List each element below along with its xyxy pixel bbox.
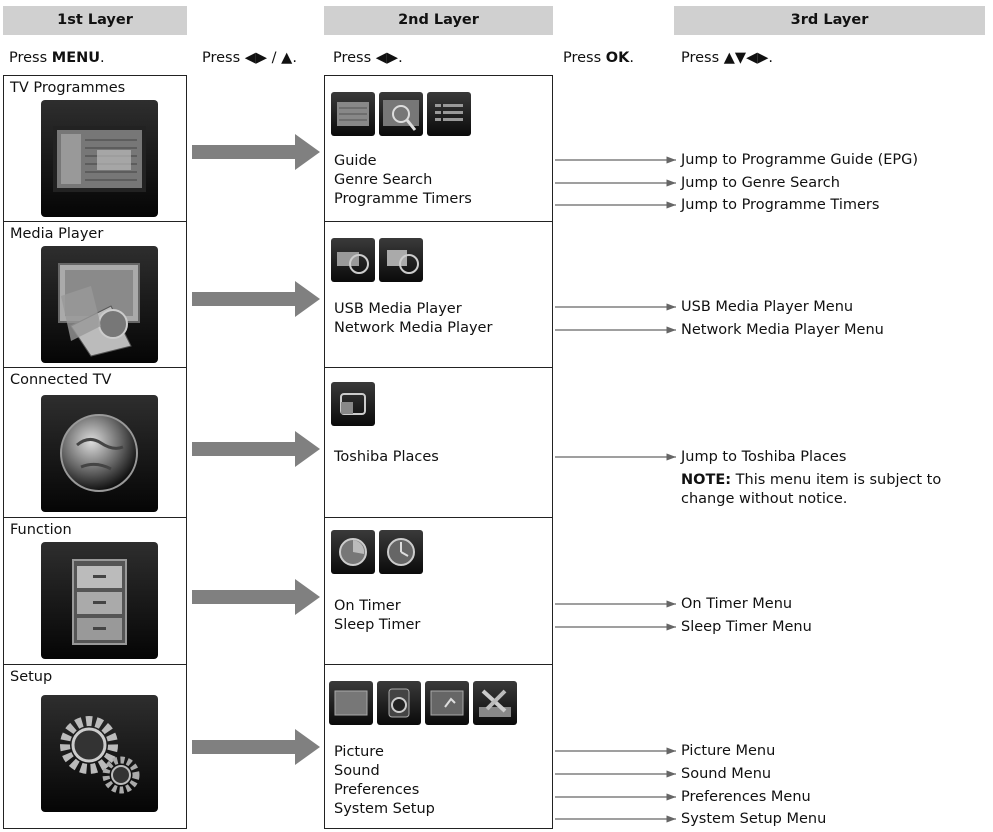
big-arrow-tv-programmes (192, 134, 320, 170)
layer2-icon-row (331, 238, 423, 282)
usb-media-player-icon (331, 238, 375, 282)
layer3-item-epg: Jump to Programme Guide (EPG) (681, 152, 919, 168)
layer2-items: USB Media Player Network Media Player (334, 300, 492, 338)
layer3-item-genre-search: Jump to Genre Search (681, 175, 840, 191)
layer2-items: On Timer Sleep Timer (334, 597, 420, 635)
header-layer2: 2nd Layer (324, 6, 553, 35)
layer3-item-picture-menu: Picture Menu (681, 743, 776, 759)
big-arrow-setup (192, 729, 320, 765)
layer3-item-toshiba-places: Jump to Toshiba Places (681, 449, 847, 465)
step-press-ok: Press OK. (563, 50, 634, 66)
layer1-box-setup: Setup (3, 664, 187, 829)
network-media-player-icon (379, 238, 423, 282)
layer1-box-tv-programmes: TV Programmes (3, 75, 187, 222)
picture-icon (329, 681, 373, 725)
layer2-icon-row (331, 530, 423, 574)
layer2-icon-row (329, 681, 517, 725)
layer1-label: Setup (10, 669, 53, 685)
menu-item-guide: Guide (334, 153, 377, 169)
note-text: This menu item is subject to change with… (681, 472, 942, 507)
layer2-items: Guide Genre Search Programme Timers (334, 152, 472, 209)
layer3-item-network-menu: Network Media Player Menu (681, 322, 884, 338)
layer1-label: Media Player (10, 226, 104, 242)
layer3-item-system-setup-menu: System Setup Menu (681, 811, 827, 827)
header-layer1: 1st Layer (3, 6, 187, 35)
sound-icon (377, 681, 421, 725)
guide-icon (331, 92, 375, 136)
step-press-ok-post: . (629, 50, 634, 66)
menu-item-picture: Picture (334, 744, 384, 760)
layer1-box-media-player: Media Player (3, 221, 187, 368)
layer2-box-function: On Timer Sleep Timer (324, 517, 553, 665)
layer3-item-usb-menu: USB Media Player Menu (681, 299, 854, 315)
connected-tv-globe-icon (41, 395, 158, 512)
layer2-icon-row (331, 92, 471, 136)
genre-search-icon (379, 92, 423, 136)
layer2-box-tv-programmes: Guide Genre Search Programme Timers (324, 75, 553, 222)
function-drawers-icon (41, 542, 158, 659)
layer1-label: TV Programmes (10, 80, 126, 96)
menu-item-genre-search: Genre Search (334, 172, 433, 188)
preferences-icon (425, 681, 469, 725)
menu-item-usb-media-player: USB Media Player (334, 301, 462, 317)
step-press-arrows: Press ▲▼◀▶. (681, 50, 773, 66)
tv-programmes-icon (41, 100, 158, 217)
menu-item-network-media-player: Network Media Player (334, 320, 493, 336)
note-label: NOTE: (681, 472, 732, 488)
menu-item-system-setup: System Setup (334, 801, 435, 817)
layer2-items: Picture Sound Preferences System Setup (334, 743, 435, 819)
step-key-ok: OK (605, 50, 630, 66)
step-press-left-right-up: Press ◀▶ / ▲. (202, 50, 297, 66)
menu-item-preferences: Preferences (334, 782, 420, 798)
menu-item-sleep-timer: Sleep Timer (334, 617, 421, 633)
step-key-menu: MENU (51, 50, 101, 66)
big-arrow-function (192, 579, 320, 615)
layer1-label: Function (10, 522, 72, 538)
system-setup-icon (473, 681, 517, 725)
step-press-menu-post: . (100, 50, 105, 66)
menu-item-on-timer: On Timer (334, 598, 401, 614)
layer3-item-sleep-timer-menu: Sleep Timer Menu (681, 619, 812, 635)
on-timer-icon (331, 530, 375, 574)
layer2-box-setup: Picture Sound Preferences System Setup (324, 664, 553, 829)
layer1-box-connected-tv: Connected TV (3, 367, 187, 518)
layer3-item-preferences-menu: Preferences Menu (681, 789, 811, 805)
setup-gears-icon (41, 695, 158, 812)
big-arrow-media-player (192, 281, 320, 317)
layer3-item-programme-timers: Jump to Programme Timers (681, 197, 880, 213)
layer2-box-connected-tv: Toshiba Places (324, 367, 553, 518)
menu-item-sound: Sound (334, 763, 380, 779)
step-press-menu: Press MENU. (9, 50, 105, 66)
layer3-note: NOTE: This menu item is subject to chang… (681, 471, 981, 509)
layer1-box-function: Function (3, 517, 187, 665)
toshiba-places-icon (331, 382, 375, 426)
step-press-menu-pre: Press (9, 50, 52, 66)
layer3-item-on-timer-menu: On Timer Menu (681, 596, 793, 612)
sleep-timer-icon (379, 530, 423, 574)
media-player-icon (41, 246, 158, 363)
layer1-label: Connected TV (10, 372, 112, 388)
menu-item-programme-timers: Programme Timers (334, 191, 472, 207)
menu-item-toshiba-places: Toshiba Places (334, 449, 439, 465)
layer2-box-media-player: USB Media Player Network Media Player (324, 221, 553, 368)
layer2-icon-row (331, 382, 375, 426)
step-press-ok-pre: Press (563, 50, 606, 66)
programme-timers-icon (427, 92, 471, 136)
big-arrow-connected-tv (192, 431, 320, 467)
header-layer3: 3rd Layer (674, 6, 985, 35)
layer2-items: Toshiba Places (334, 448, 439, 467)
layer3-item-sound-menu: Sound Menu (681, 766, 772, 782)
step-press-left-right: Press ◀▶. (333, 50, 403, 66)
